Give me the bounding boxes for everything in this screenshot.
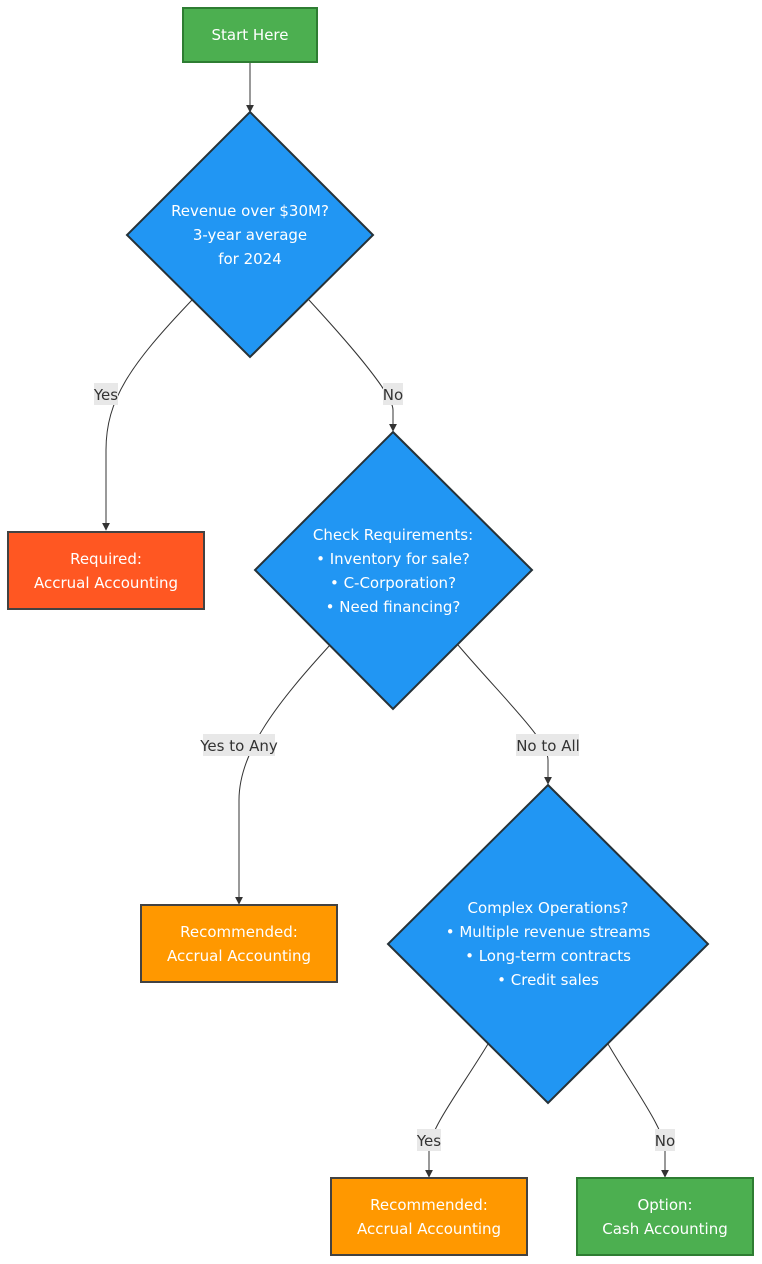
- node-label-line: Accrual Accounting: [357, 1220, 501, 1238]
- edge-check-yes: [235, 644, 331, 905]
- node-label-line: • Inventory for sale?: [316, 550, 470, 568]
- node-label-line: Accrual Accounting: [34, 574, 178, 592]
- node-label-line: Complex Operations?: [468, 899, 629, 917]
- recommended-accrual-label: Recommended: Accrual Accounting: [167, 923, 311, 965]
- revenue-decision-label: Revenue over $30M? 3-year average for 2024: [171, 202, 329, 268]
- required-accrual-node: Required: Accrual Accounting: [7, 531, 205, 610]
- edge-label-text: No to All: [516, 737, 580, 755]
- start-node: Start Here: [182, 7, 318, 63]
- node-label-line: Required:: [70, 550, 142, 568]
- start-node-label: Start Here: [212, 26, 289, 44]
- node-label-line: Check Requirements:: [313, 526, 473, 544]
- node-label-line: Revenue over $30M?: [171, 202, 329, 220]
- check-requirements-decision: Check Requirements: • Inventory for sale?…: [253, 430, 534, 711]
- node-label-line: 3-year average: [193, 226, 307, 244]
- required-accrual-label: Required: Accrual Accounting: [34, 550, 178, 592]
- edge-label-complex-yes: Yes: [416, 1129, 441, 1151]
- cash-accounting-label: Option: Cash Accounting: [602, 1196, 728, 1238]
- revenue-decision: Revenue over $30M? 3-year average for 2024: [125, 110, 375, 359]
- node-label-line: • C-Corporation?: [330, 574, 456, 592]
- node-label-line: • Multiple revenue streams: [446, 923, 651, 941]
- edge-complex-no: [607, 1043, 669, 1178]
- check-requirements-label: Check Requirements: • Inventory for sale?…: [313, 526, 473, 616]
- node-label-line: Start Here: [212, 26, 289, 44]
- edge-label-text: Yes: [416, 1132, 441, 1150]
- complex-operations-decision: Complex Operations? • Multiple revenue st…: [386, 783, 710, 1105]
- node-label-line: Option:: [637, 1196, 692, 1214]
- edge-check-no: [457, 644, 552, 785]
- node-label-line: • Credit sales: [497, 971, 599, 989]
- cash-accounting-node: Option: Cash Accounting: [576, 1177, 754, 1256]
- edge-label-text: No: [383, 386, 403, 404]
- edge-revenue-no: [308, 299, 397, 432]
- edge-label-check-no: No to All: [516, 734, 580, 756]
- complex-operations-label: Complex Operations? • Multiple revenue st…: [446, 899, 651, 989]
- edge-label-complex-no: No: [655, 1129, 675, 1151]
- recommended-accrual-node-2: Recommended: Accrual Accounting: [330, 1177, 528, 1256]
- node-label-line: Recommended:: [180, 923, 298, 941]
- edge-label-revenue-no: No: [383, 383, 403, 405]
- node-label-line: Recommended:: [370, 1196, 488, 1214]
- node-label-line: Accrual Accounting: [167, 947, 311, 965]
- edge-label-revenue-yes: Yes: [93, 383, 118, 405]
- node-label-line: • Long-term contracts: [465, 947, 631, 965]
- recommended-accrual-node: Recommended: Accrual Accounting: [140, 904, 338, 983]
- edge-label-text: No: [655, 1132, 675, 1150]
- edge-label-text: Yes: [93, 386, 118, 404]
- edge-label-check-yes: Yes to Any: [199, 734, 278, 756]
- edge-label-text: Yes to Any: [199, 737, 278, 755]
- node-label-line: Cash Accounting: [602, 1220, 728, 1238]
- recommended-accrual-label-2: Recommended: Accrual Accounting: [357, 1196, 501, 1238]
- node-label-line: for 2024: [218, 250, 282, 268]
- edge-revenue-yes: [102, 299, 193, 531]
- node-label-line: • Need financing?: [326, 598, 461, 616]
- edge-complex-yes: [425, 1043, 489, 1178]
